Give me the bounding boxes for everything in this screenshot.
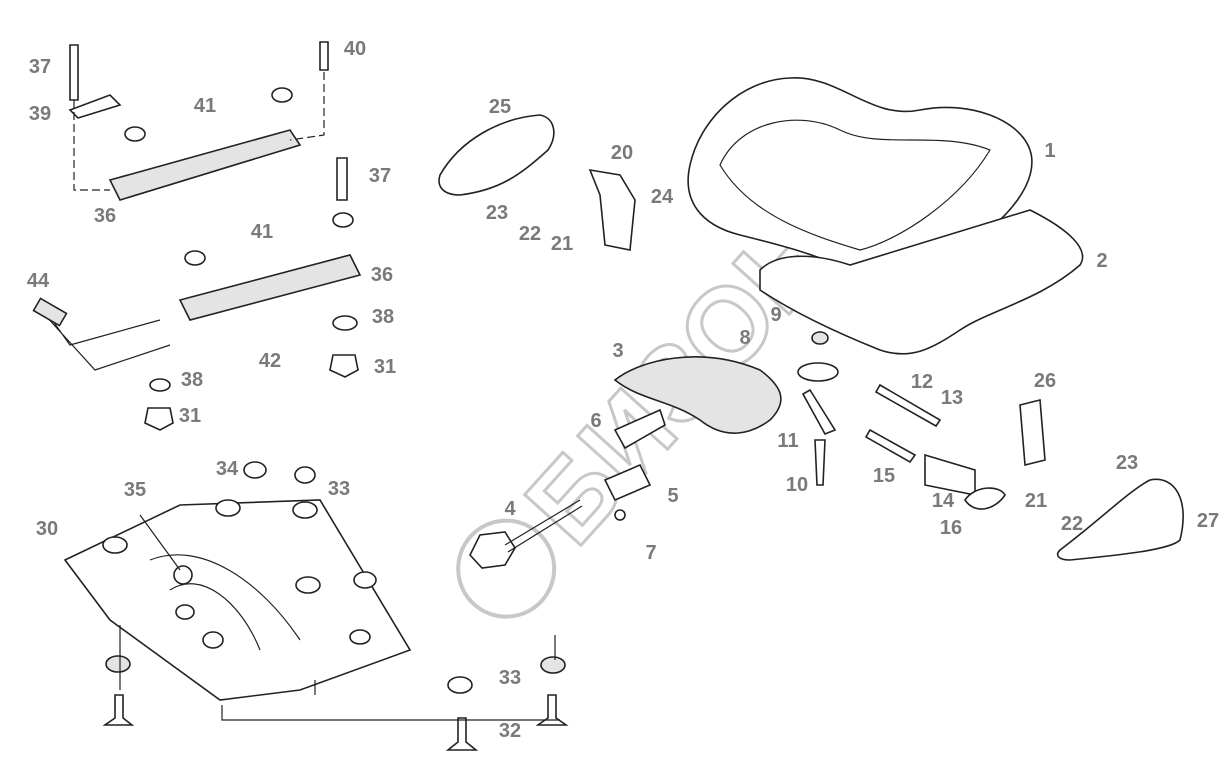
callout-21: 21 [1025,490,1047,512]
callout-9: 9 [770,304,781,326]
callout-27: 27 [1197,510,1219,532]
callout-41: 41 [251,221,273,243]
callout-24: 24 [651,186,674,208]
armrest-left [438,114,555,196]
callout-2: 2 [1096,250,1107,272]
callout-37: 37 [369,165,391,187]
callout-3: 3 [612,340,623,362]
callout-31: 31 [179,405,201,427]
callout-39: 39 [29,103,51,125]
swivel-base-plate [63,499,412,701]
callout-15: 15 [873,465,895,487]
callout-23: 23 [1116,452,1138,474]
callout-35: 35 [124,479,146,501]
callout-14: 14 [932,490,955,512]
callout-30: 30 [36,518,58,540]
callout-26: 26 [1034,370,1056,392]
callout-12: 12 [911,371,933,393]
callout-20: 20 [611,142,633,164]
callout-16: 16 [940,517,962,539]
callout-11: 11 [777,430,798,452]
callout-36: 36 [94,205,116,227]
slide-rail-upper [108,129,302,201]
seat-cushion [687,77,1033,282]
callout-23: 23 [486,202,508,224]
callout-33: 33 [499,667,521,689]
callout-32: 32 [499,720,521,742]
tilt-plate [613,356,782,434]
callout-8: 8 [739,327,750,349]
callout-6: 6 [590,410,601,432]
callout-22: 22 [519,223,541,245]
slide-rail-lower [178,254,362,321]
callout-31: 31 [374,356,396,378]
callout-38: 38 [372,306,394,328]
callout-22: 22 [1061,513,1083,535]
seat-pan [759,209,1084,355]
callout-1: 1 [1044,140,1055,162]
callout-42: 42 [259,350,281,372]
callout-21: 21 [551,233,573,255]
callout-40: 40 [344,38,366,60]
callout-36: 36 [371,264,393,286]
callout-44: 44 [27,270,50,292]
callout-13: 13 [941,387,963,409]
callout-37: 37 [29,56,51,78]
callout-5: 5 [667,485,678,507]
callout-38: 38 [181,369,203,391]
armrest-right [1056,478,1184,561]
callout-34: 34 [216,458,239,480]
callout-4: 4 [504,498,516,520]
callout-25: 25 [489,96,511,118]
callout-41: 41 [194,95,216,117]
callout-33: 33 [328,478,350,500]
callout-7: 7 [645,542,656,564]
callout-10: 10 [786,474,808,496]
